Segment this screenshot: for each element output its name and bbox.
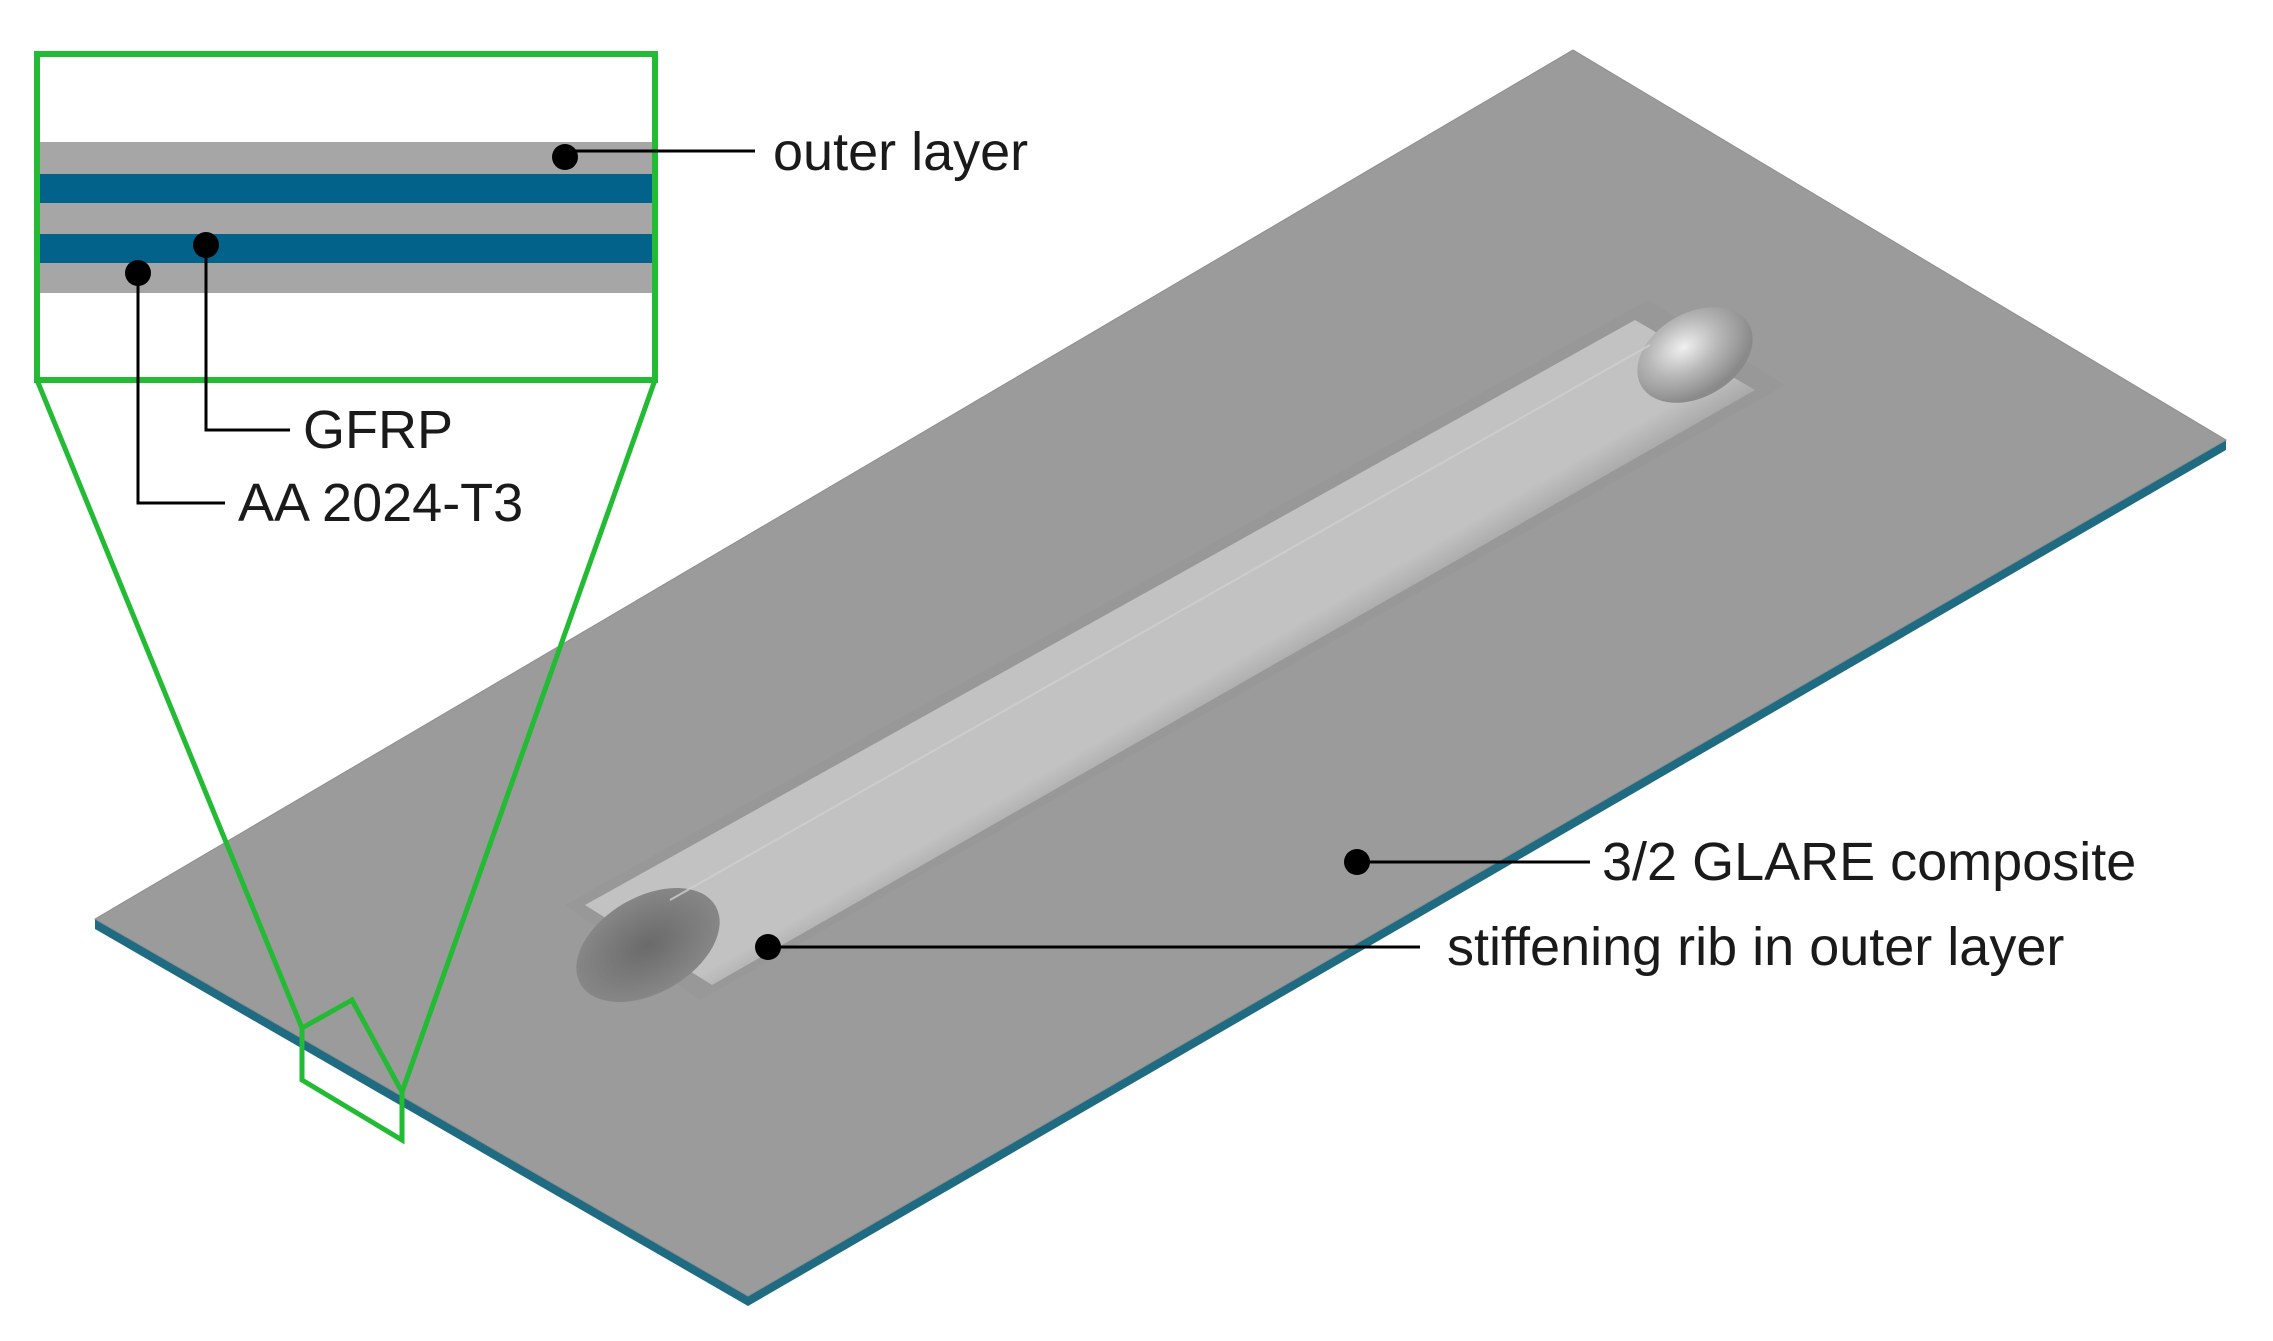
layer-inset (34, 51, 658, 383)
dot-aa (125, 260, 151, 286)
rib-end-cap-left (576, 888, 720, 1002)
label-gfrp: GFRP (303, 400, 453, 460)
stiffening-rib (565, 300, 1785, 1002)
dot-gfrp (193, 232, 219, 258)
aluminium-layer-top (40, 142, 652, 174)
label-stiffening-rib: stiffening rib in outer layer (1447, 917, 2064, 977)
gfrp-layer-bottom (40, 234, 652, 263)
label-outer-layer: outer layer (773, 122, 1028, 182)
zoom-region-marker (299, 996, 405, 1145)
annotation-dots (125, 144, 1370, 960)
plate-edge-right (748, 440, 2226, 1306)
dot-composite (1344, 849, 1370, 875)
aluminium-layer-middle (40, 203, 652, 234)
gfrp-layer-top (40, 174, 652, 203)
zoom-projection-line-left (34, 379, 305, 1029)
leader-gfrp (204, 245, 290, 432)
inset-frame (34, 51, 658, 383)
rib-end-cap-right (1637, 307, 1753, 403)
label-glare-composite: 3/2 GLARE composite (1602, 832, 2136, 892)
dot-rib (755, 934, 781, 960)
dot-outer-layer (552, 144, 578, 170)
annotations (136, 149, 1590, 949)
leader-aa (136, 273, 225, 505)
rib-highlight (669, 344, 1651, 901)
label-aa-2024-t3: AA 2024-T3 (238, 473, 523, 533)
rib-body (585, 320, 1755, 985)
plate-edge-front (95, 919, 748, 1306)
zoom-projection-line-right (399, 379, 658, 1093)
